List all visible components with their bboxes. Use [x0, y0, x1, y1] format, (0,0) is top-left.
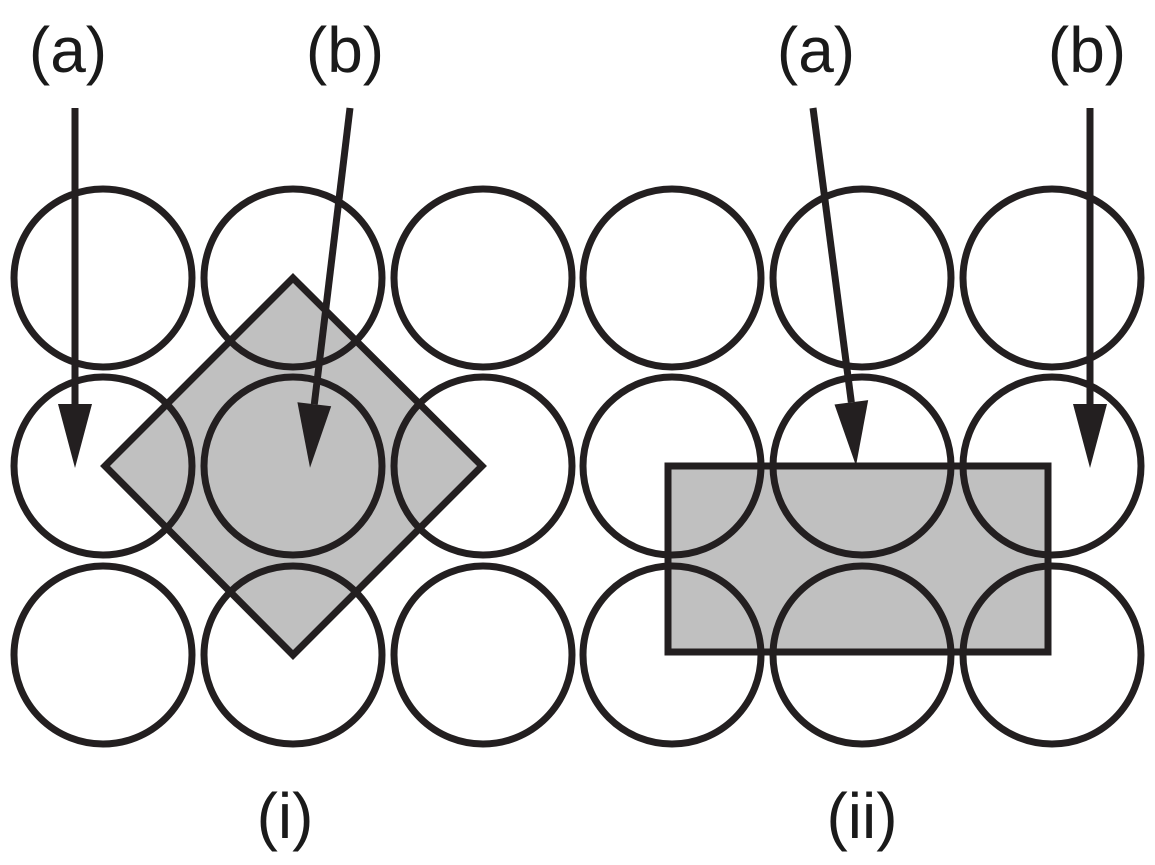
atom-circle-icon-2-4: [769, 562, 955, 748]
atom-circle-icon-1-1: [200, 373, 386, 559]
atom-circle-icon-2-1: [200, 562, 386, 748]
arrow-b-left: [297, 107, 354, 468]
atom-circle-icon-1-2: [390, 373, 576, 559]
label-a-left: (a): [29, 14, 107, 86]
arrow-down-icon-head: [58, 404, 92, 468]
atom-circle-icon-2-5: [959, 562, 1145, 748]
atom-circle-icon-0-5: [959, 185, 1145, 371]
arrow-down-icon-head: [834, 400, 869, 466]
label-b-right: (b): [1048, 14, 1126, 86]
atom-circle-icon-1-5: [959, 373, 1145, 559]
atom-circle-icon-0-1: [200, 185, 386, 371]
arrow-a-right-shaft: [809, 107, 855, 403]
caption-ii: (ii): [826, 780, 897, 852]
rectangle-unit-cell: [664, 462, 1052, 656]
atom-circle-icon-0-3: [579, 185, 765, 371]
atom-circle-icon-1-4: [769, 373, 955, 559]
atom-circle-icon-1-3: [579, 373, 765, 559]
atom-circle-icon-0-2: [390, 185, 576, 371]
arrow-b-left-shaft: [310, 107, 354, 405]
atom-circle-icon-1-0: [10, 373, 196, 559]
arrow-a-left: [58, 108, 92, 468]
atom-circle-icon-2-0: [10, 562, 196, 748]
atom-circle-icon-0-4: [769, 185, 955, 371]
arrow-down-icon-head: [297, 402, 332, 468]
arrow-a-right: [809, 107, 869, 466]
arrow-b-right: [1073, 108, 1107, 468]
atom-circle-icon-2-3: [579, 562, 765, 748]
circle-grid: [10, 185, 1145, 748]
caption-i: (i): [257, 780, 314, 852]
atom-circle-icon-0-0: [10, 185, 196, 371]
label-b-left: (b): [306, 14, 384, 86]
atom-circle-icon-2-2: [390, 562, 576, 748]
label-a-right: (a): [777, 14, 855, 86]
arrow-group: [58, 107, 1107, 468]
arrow-down-icon-head: [1073, 404, 1107, 468]
